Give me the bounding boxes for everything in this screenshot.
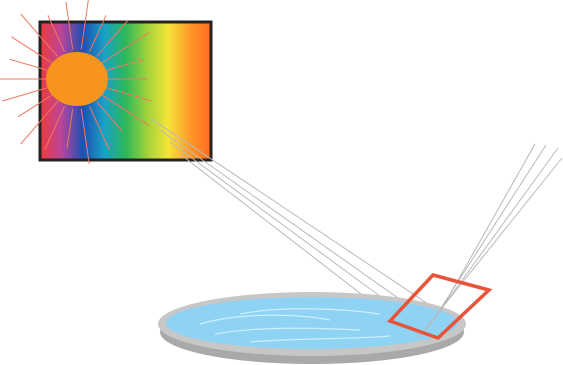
pool-water (166, 297, 458, 349)
reflected-ray (418, 158, 562, 338)
pool (158, 292, 466, 364)
reflected-ray (432, 145, 546, 322)
incoming-ray (150, 118, 440, 312)
sun-icon (46, 52, 108, 106)
